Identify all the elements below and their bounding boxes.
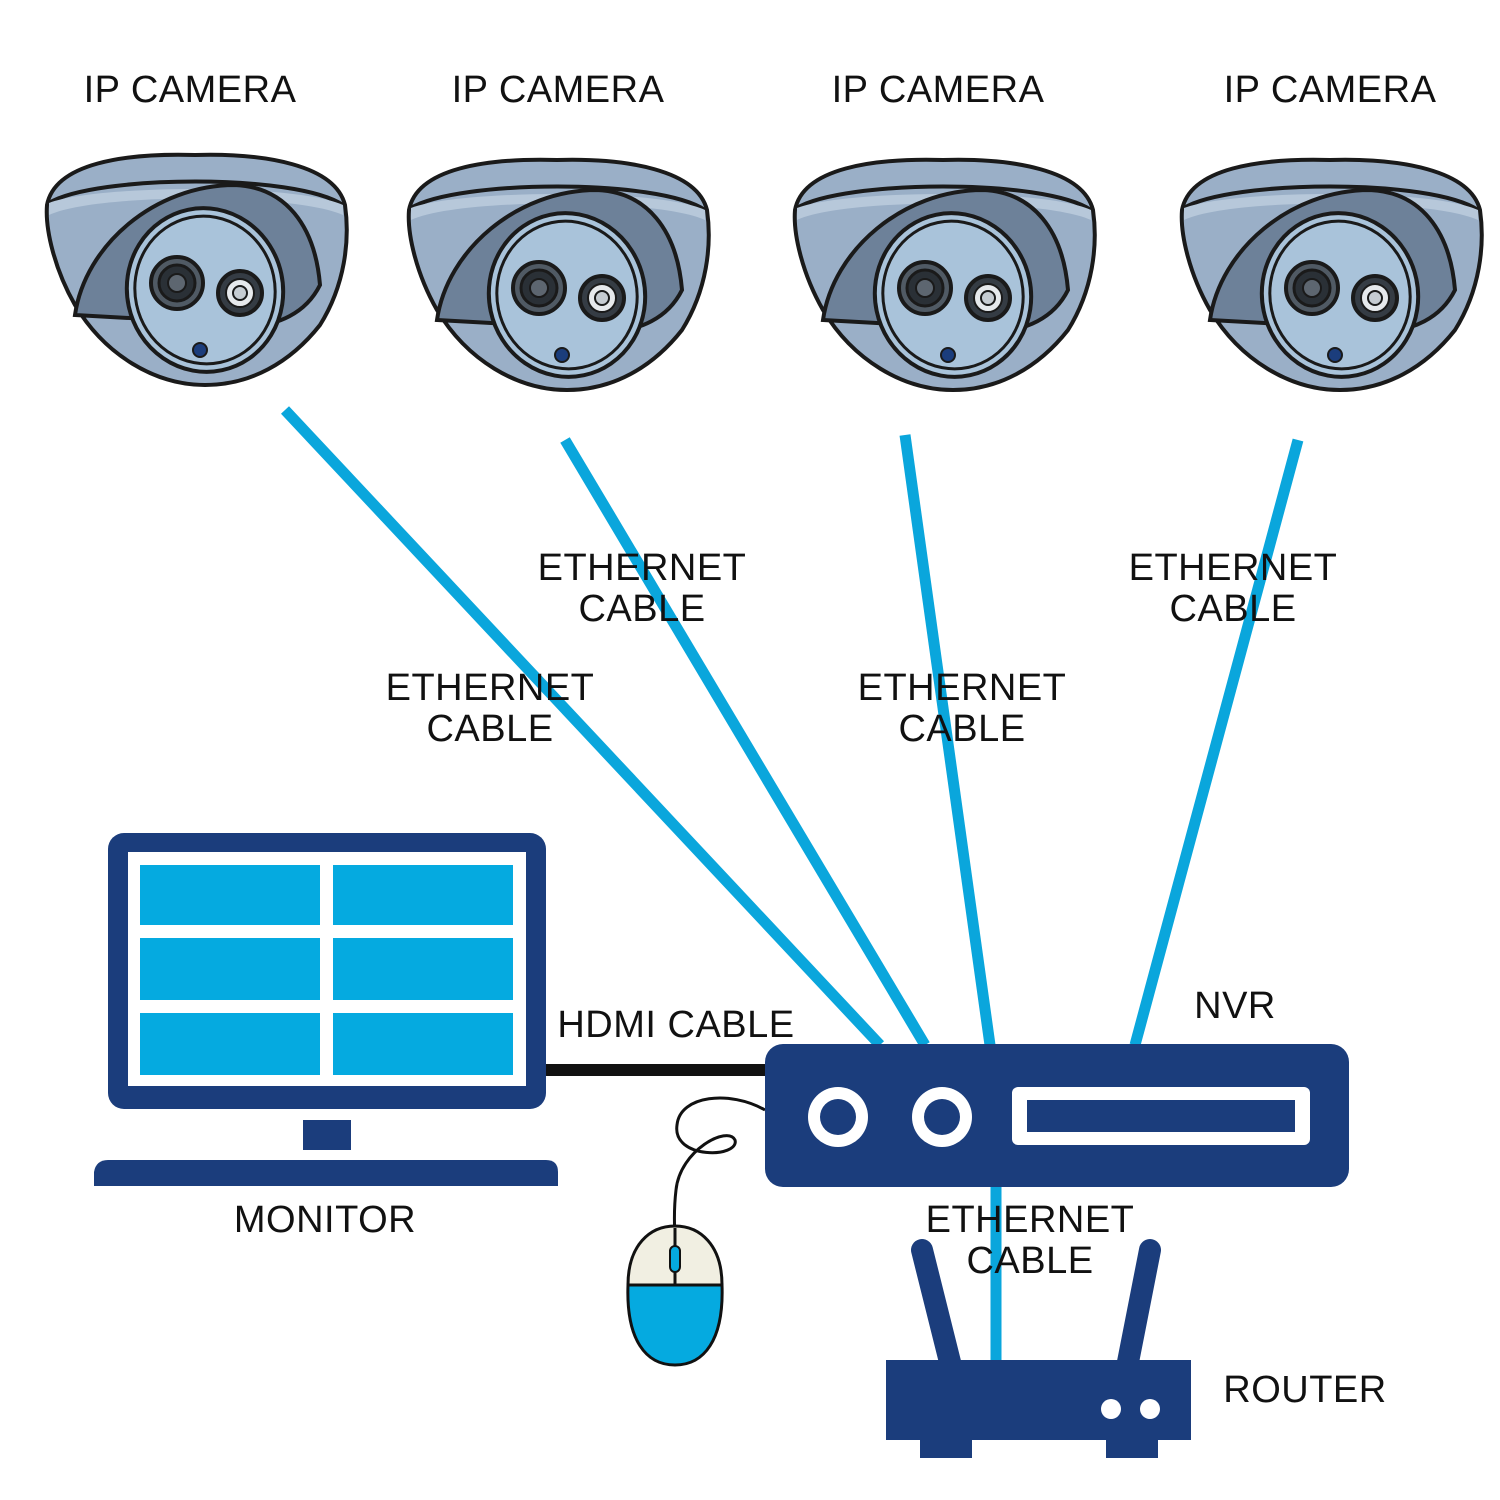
ethernet-cable-cam4 <box>1129 438 1304 1047</box>
mouse-icon <box>626 1224 724 1367</box>
nvr-label: NVR <box>1194 985 1276 1027</box>
cameras-layer <box>44 152 1484 394</box>
cable-label-cam1: ETHERNET CABLE <box>370 668 610 750</box>
dome-camera-icon <box>1179 157 1484 394</box>
dome-camera-icon <box>792 157 1097 394</box>
hdmi-cable-label: HDMI CABLE <box>557 1004 795 1046</box>
camera-4-label: IP CAMERA <box>1223 69 1437 111</box>
mouse-cord <box>672 1096 766 1241</box>
cable-label-cam3-line1: ETHERNET <box>857 667 1067 709</box>
monitor-icon <box>94 833 558 1186</box>
nvr-icon <box>765 1044 1349 1187</box>
camera-1-label: IP CAMERA <box>83 69 297 111</box>
cable-label-cam2-line2: CABLE <box>578 588 706 630</box>
ethernet-cables <box>280 406 1304 1362</box>
camera-3-label: IP CAMERA <box>831 69 1045 111</box>
cable-label-router-line1: ETHERNET <box>925 1199 1135 1241</box>
cable-label-cam1-line2: CABLE <box>426 708 554 750</box>
ethernet-cable-cam1 <box>280 406 885 1049</box>
cable-label-router: ETHERNET CABLE <box>910 1200 1150 1282</box>
cable-label-cam2: ETHERNET CABLE <box>522 548 762 630</box>
dome-camera-icon <box>44 152 349 389</box>
cable-label-cam4: ETHERNET CABLE <box>1113 548 1353 630</box>
cable-label-cam1-line1: ETHERNET <box>385 667 595 709</box>
cable-label-cam3-line2: CABLE <box>898 708 1026 750</box>
router-icon <box>886 1239 1191 1458</box>
dome-camera-icon <box>406 157 711 394</box>
ethernet-cable-cam3 <box>899 434 996 1046</box>
monitor-label: MONITOR <box>233 1199 417 1241</box>
router-label: ROUTER <box>1223 1369 1387 1411</box>
cable-label-cam4-line1: ETHERNET <box>1128 547 1338 589</box>
camera-2-label: IP CAMERA <box>451 69 665 111</box>
cable-label-cam2-line1: ETHERNET <box>537 547 747 589</box>
cable-label-router-line2: CABLE <box>966 1240 1094 1282</box>
cable-label-cam3: ETHERNET CABLE <box>842 668 1082 750</box>
cable-label-cam4-line2: CABLE <box>1169 588 1297 630</box>
ethernet-cable-cam2 <box>560 437 930 1048</box>
